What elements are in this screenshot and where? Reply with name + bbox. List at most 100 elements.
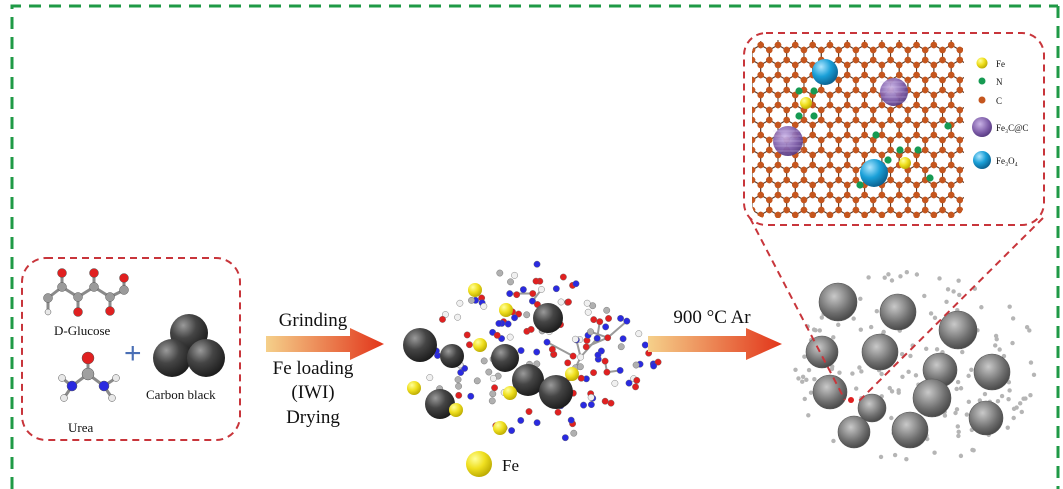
product-atom [956, 429, 961, 435]
fe-atom [503, 386, 517, 400]
cluster-atom [565, 298, 572, 306]
product-atom [997, 347, 1002, 352]
carbon-atom [826, 101, 834, 109]
urea-atom [60, 394, 68, 402]
carbon-atom [957, 237, 963, 243]
carbon-atom [723, 162, 729, 168]
carbon-atom [827, 242, 833, 248]
lattice-dopants [773, 59, 952, 189]
carbon-atom [731, 227, 737, 233]
carbon-atom [887, 227, 893, 233]
carbon-atom [757, 131, 764, 139]
cluster-atom [584, 308, 592, 316]
product-atom [966, 399, 972, 405]
carbon-atom [801, 227, 807, 233]
hex-ring [943, 225, 960, 245]
carbon-atom [947, 211, 955, 218]
carbon-atom [826, 131, 834, 139]
carbon-atom [783, 17, 789, 23]
carbon-atom [731, 147, 737, 153]
carbon-atom [922, 106, 929, 114]
product-atom [970, 447, 975, 453]
carbon-atom [887, 196, 894, 204]
carbon-atom [757, 41, 764, 49]
inset-legend: Fe N C Fe₃C@C Fe₃O₄ [972, 57, 1028, 169]
carbon-atom [740, 32, 746, 38]
carbon-atom [905, 227, 911, 233]
carbon-atom [731, 17, 737, 23]
carbon-atom [913, 131, 920, 139]
cluster-atom [564, 359, 572, 367]
carbon-atom [757, 101, 764, 109]
product-atom [851, 316, 856, 321]
carbon-atom [766, 136, 773, 144]
carbon-atom [852, 166, 860, 174]
product-atom [859, 369, 864, 374]
carbon-atom [752, 106, 756, 114]
carbon-atom [922, 86, 929, 94]
product-atom [904, 270, 910, 275]
cluster-atom [611, 379, 619, 387]
product-atom [1001, 353, 1007, 359]
product-atom [812, 376, 817, 382]
carbon-atom [887, 106, 894, 114]
carbon-atom [922, 227, 928, 233]
carbon-atom [801, 17, 807, 23]
carbon-atom [904, 46, 912, 54]
cluster-atom [508, 427, 516, 434]
hex-ring [821, 225, 838, 245]
product-atom [898, 274, 903, 279]
carbon-atom [844, 121, 851, 129]
carbon-atom [947, 71, 955, 79]
carbon-atom [774, 41, 782, 49]
hex-ring [804, 225, 821, 245]
outer-dashed-border [10, 4, 1058, 489]
carbon-atom [723, 182, 729, 188]
carbon-atom [844, 181, 851, 189]
carbon-atom [740, 12, 746, 18]
product-atom [854, 386, 859, 391]
product-atom [924, 346, 929, 352]
carbon-atom [818, 17, 824, 23]
cluster-atom [587, 401, 595, 409]
carbon-atom [835, 86, 842, 94]
carbon-atom [878, 41, 886, 49]
carbon-atom [731, 237, 737, 243]
carbon-atom [766, 86, 773, 94]
carbon-atom [749, 227, 755, 233]
cluster-atom [511, 314, 518, 322]
product-atom [956, 278, 961, 283]
carbon-atom [809, 12, 815, 18]
cluster-atom [527, 326, 535, 333]
cluster-atom [582, 343, 590, 351]
product-atom [937, 276, 942, 281]
carbon-atom [939, 136, 946, 144]
carbon-atom [913, 71, 920, 79]
carbon-atom [991, 237, 997, 243]
carbon-atom [948, 242, 954, 248]
carbon-atom [931, 12, 937, 18]
carbon-atom [922, 17, 928, 23]
hex-ring [856, 225, 873, 245]
carbon-atom [740, 222, 746, 228]
urea-atom [66, 380, 78, 392]
carbon-atom [752, 46, 756, 54]
product-atom [900, 374, 905, 380]
fe-atom [499, 303, 513, 317]
carbon-atom [752, 86, 756, 94]
product-atom [966, 373, 971, 379]
carbon-atom [930, 161, 938, 169]
glucose-atom [119, 285, 129, 295]
carbon-atom [878, 151, 886, 159]
product-atom [953, 410, 958, 416]
carbon-atom [922, 56, 929, 64]
cluster-atom [485, 368, 493, 376]
carbon-atom [930, 91, 938, 99]
product-atom [1011, 415, 1016, 421]
nitrogen-atom [944, 122, 952, 130]
carbon-atom [913, 12, 919, 18]
carbon-atom [904, 146, 912, 154]
cluster-atom [654, 358, 662, 366]
carbon-atom [922, 206, 929, 214]
cluster-atom [517, 347, 525, 354]
